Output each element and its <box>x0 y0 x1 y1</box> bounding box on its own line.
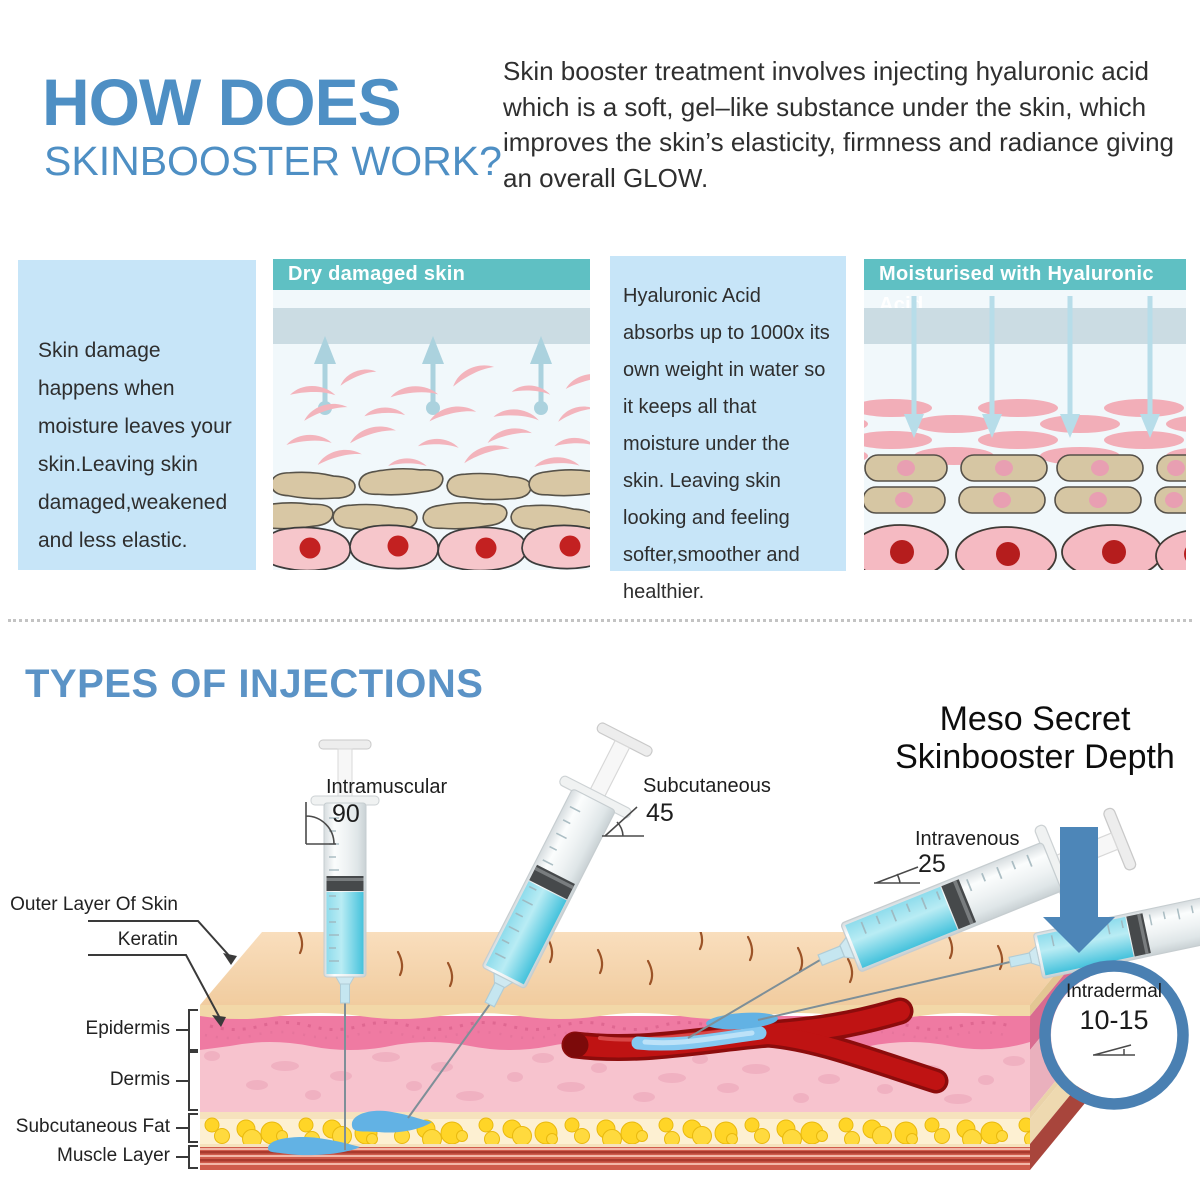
moisturised-panel-title: Moisturised with Hyaluronic Acid <box>864 259 1186 316</box>
moisturised-panel: Moisturised with Hyaluronic Acid <box>864 259 1186 570</box>
label-keratin: Keratin <box>117 929 178 950</box>
intramuscular-angle: 90 <box>332 800 360 828</box>
moisture-out-arrows <box>314 336 552 415</box>
dry-skin-panel: Dry damaged skin <box>273 259 590 570</box>
blood-vessel <box>561 997 949 1094</box>
intro-paragraph: Skin booster treatment involves injectin… <box>503 56 1174 193</box>
subcutaneous-label: Subcutaneous <box>643 775 771 797</box>
dotted-divider <box>8 619 1192 622</box>
angle-10-15-icon <box>1093 1044 1135 1056</box>
cell-nuclei <box>299 535 581 559</box>
brand-line1: Meso Secret <box>939 700 1131 738</box>
angle-90-icon <box>305 802 336 845</box>
skin-cells-row <box>273 522 590 570</box>
dry-flakes <box>286 365 590 467</box>
skin-cells-row <box>864 524 1186 570</box>
page-subtitle: SKINBOOSTER WORK? <box>44 138 502 184</box>
dry-skin-panel-title: Dry damaged skin <box>273 259 590 290</box>
label-outer-layer: Outer Layer Of Skin <box>10 894 178 915</box>
intravenous-label: Intravenous <box>915 828 1020 850</box>
angle-25-icon <box>874 866 920 884</box>
brand-line2: Skinbooster Depth <box>895 738 1175 776</box>
label-subcutaneous-fat: Subcutaneous Fat <box>15 1116 170 1137</box>
label-muscle-layer: Muscle Layer <box>57 1145 170 1166</box>
surface-band <box>273 308 590 344</box>
label-dermis: Dermis <box>109 1069 170 1090</box>
depth-arrow-icon <box>1043 827 1115 953</box>
depth-circle-fill <box>1051 972 1177 1098</box>
intramuscular-droplet <box>268 1137 360 1156</box>
intradermal-depth-badge: Intradermal 10-15 <box>1054 981 1174 1058</box>
intradermal-angle: 10-15 <box>1079 1005 1149 1035</box>
intradermal-label: Intradermal <box>1065 981 1163 1002</box>
types-heading: TYPES OF INJECTIONS <box>25 662 484 706</box>
dry-skin-illustration <box>273 308 590 570</box>
subcutaneous-angle: 45 <box>646 799 674 827</box>
hyaluronic-note: Hyaluronic Acid absorbs up to 1000x its … <box>610 256 846 603</box>
surface-band <box>864 308 1186 344</box>
label-epidermis: Epidermis <box>85 1018 170 1039</box>
intramuscular-label: Intramuscular <box>326 776 448 798</box>
moisturised-illustration <box>864 296 1186 570</box>
depth-circle-ring <box>1039 960 1189 1110</box>
damaged-cells-tan <box>273 465 590 535</box>
needles <box>344 959 1011 1150</box>
subcutaneous-droplet <box>351 1110 432 1133</box>
page-title: HOW DOES <box>42 65 402 139</box>
moisture-in-arrows <box>904 296 1160 438</box>
skin-damage-note: Skin damage happens when moisture leaves… <box>18 260 256 570</box>
healthy-cells-tan <box>864 454 1186 514</box>
brand-caption: Meso Secret Skinbooster Depth <box>870 700 1200 776</box>
injection-depth-diagram <box>88 720 1200 1170</box>
layer-pointer-lines <box>88 920 237 1169</box>
angle-45-icon <box>602 806 644 837</box>
intravenous-angle: 25 <box>918 850 946 878</box>
